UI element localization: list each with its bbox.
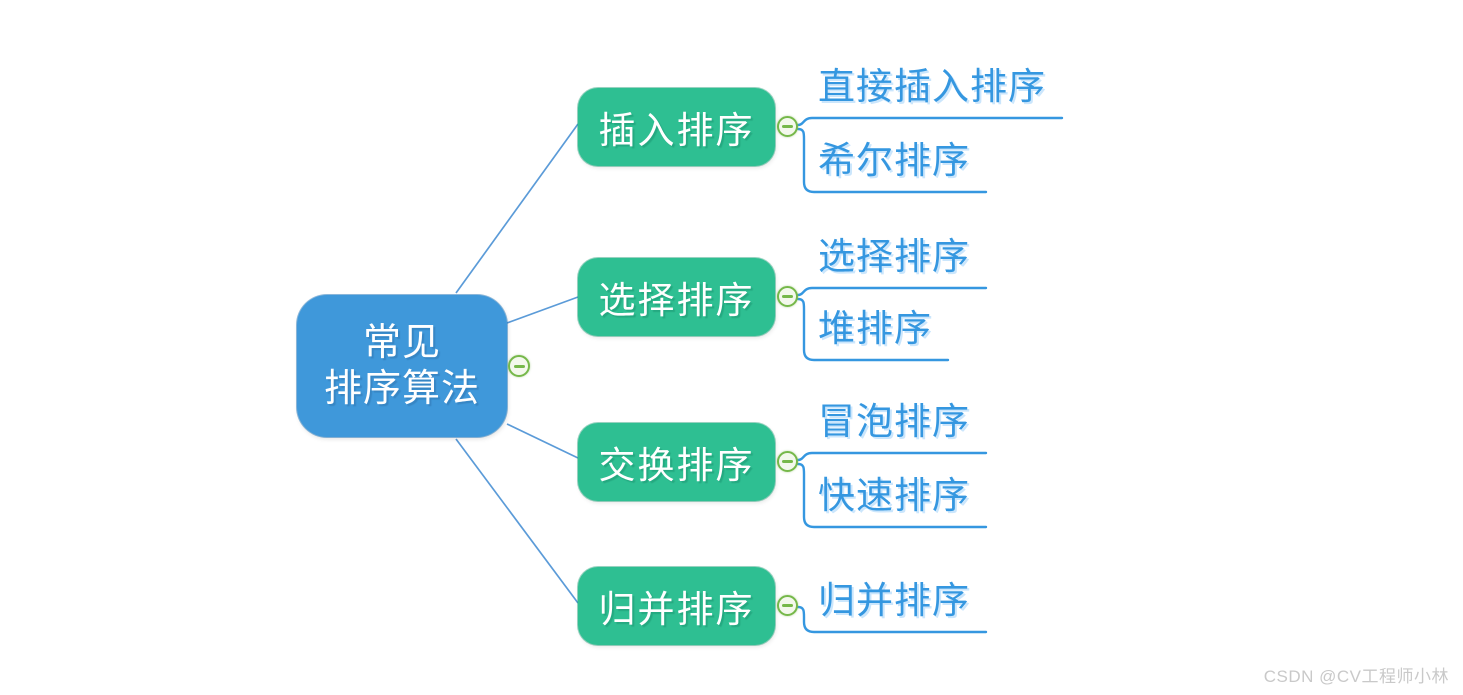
- root-label-line-2: 排序算法: [323, 368, 480, 410]
- leaf-topic-direct-insertion-sort[interactable]: 直接插入排序: [818, 66, 1046, 107]
- branch-node-merge-sort[interactable]: 归并排序: [578, 567, 775, 645]
- underline-leaf-heap-sort: [796, 297, 950, 362]
- branch-node-selection-sort[interactable]: 选择排序: [578, 258, 775, 336]
- underline-leaf-direct-insertion-sort: [796, 116, 1064, 127]
- connector-root-to-branch-merge: [455, 438, 579, 604]
- collapse-button-selection-sort[interactable]: [777, 286, 798, 307]
- underline-leaf-quick-sort: [796, 462, 988, 529]
- leaf-topic-selection-sort[interactable]: 选择排序: [818, 236, 970, 277]
- connector-root-to-branch-insertion: [455, 123, 579, 294]
- collapse-button-merge-sort[interactable]: [777, 595, 798, 616]
- underline-leaf-merge-sort: [796, 605, 988, 634]
- root-node[interactable]: 常见 排序算法: [297, 295, 507, 437]
- collapse-minus-icon: [513, 364, 525, 368]
- underline-leaf-bubble-sort: [796, 451, 988, 462]
- leaf-topic-quick-sort[interactable]: 快速排序: [818, 475, 970, 516]
- collapse-button-insertion-sort[interactable]: [777, 116, 798, 137]
- leaf-topic-merge-sort[interactable]: 归并排序: [818, 580, 970, 621]
- underline-leaf-selection-sort: [796, 286, 988, 297]
- root-label-line-1: 常见: [362, 322, 441, 364]
- collapse-minus-icon: [782, 295, 793, 298]
- underline-leaf-shell-sort: [796, 127, 988, 194]
- branch-node-exchange-sort[interactable]: 交换排序: [578, 423, 775, 501]
- collapse-button-exchange-sort[interactable]: [777, 451, 798, 472]
- collapse-button-root[interactable]: [508, 355, 530, 377]
- leaf-topic-bubble-sort[interactable]: 冒泡排序: [818, 401, 970, 442]
- connector-root-to-branch-selection: [506, 296, 579, 324]
- leaf-topic-shell-sort[interactable]: 希尔排序: [818, 140, 970, 181]
- leaf-topic-heap-sort[interactable]: 堆排序: [818, 308, 932, 349]
- collapse-minus-icon: [782, 125, 793, 128]
- collapse-minus-icon: [782, 460, 793, 463]
- watermark: CSDN @CV工程师小林: [1263, 667, 1449, 686]
- branch-node-insertion-sort[interactable]: 插入排序: [578, 88, 775, 166]
- connector-root-to-branch-exchange: [506, 423, 579, 459]
- collapse-minus-icon: [782, 604, 793, 607]
